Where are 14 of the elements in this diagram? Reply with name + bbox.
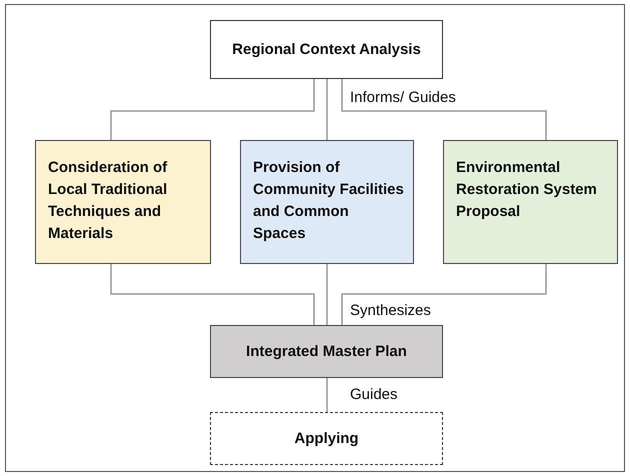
process-box: Integrated Master Plan [210, 325, 443, 378]
dashed-box: Applying [210, 412, 443, 465]
process-box: Consideration of Local Traditional Techniques and Materials [35, 140, 211, 264]
connector-line [341, 79, 547, 140]
connector-line [326, 264, 328, 325]
process-box: Regional Context Analysis [210, 20, 443, 79]
connector-line [110, 264, 315, 325]
edge-label: Synthesizes [348, 301, 433, 321]
process-box: Environmental Restoration System Proposal [443, 140, 618, 264]
connector-line [326, 378, 328, 412]
connector-line [341, 264, 547, 325]
connector-line [326, 79, 328, 140]
connector-line [110, 79, 315, 140]
process-box: Provision of Community Facilities and Common Spaces [240, 140, 414, 264]
